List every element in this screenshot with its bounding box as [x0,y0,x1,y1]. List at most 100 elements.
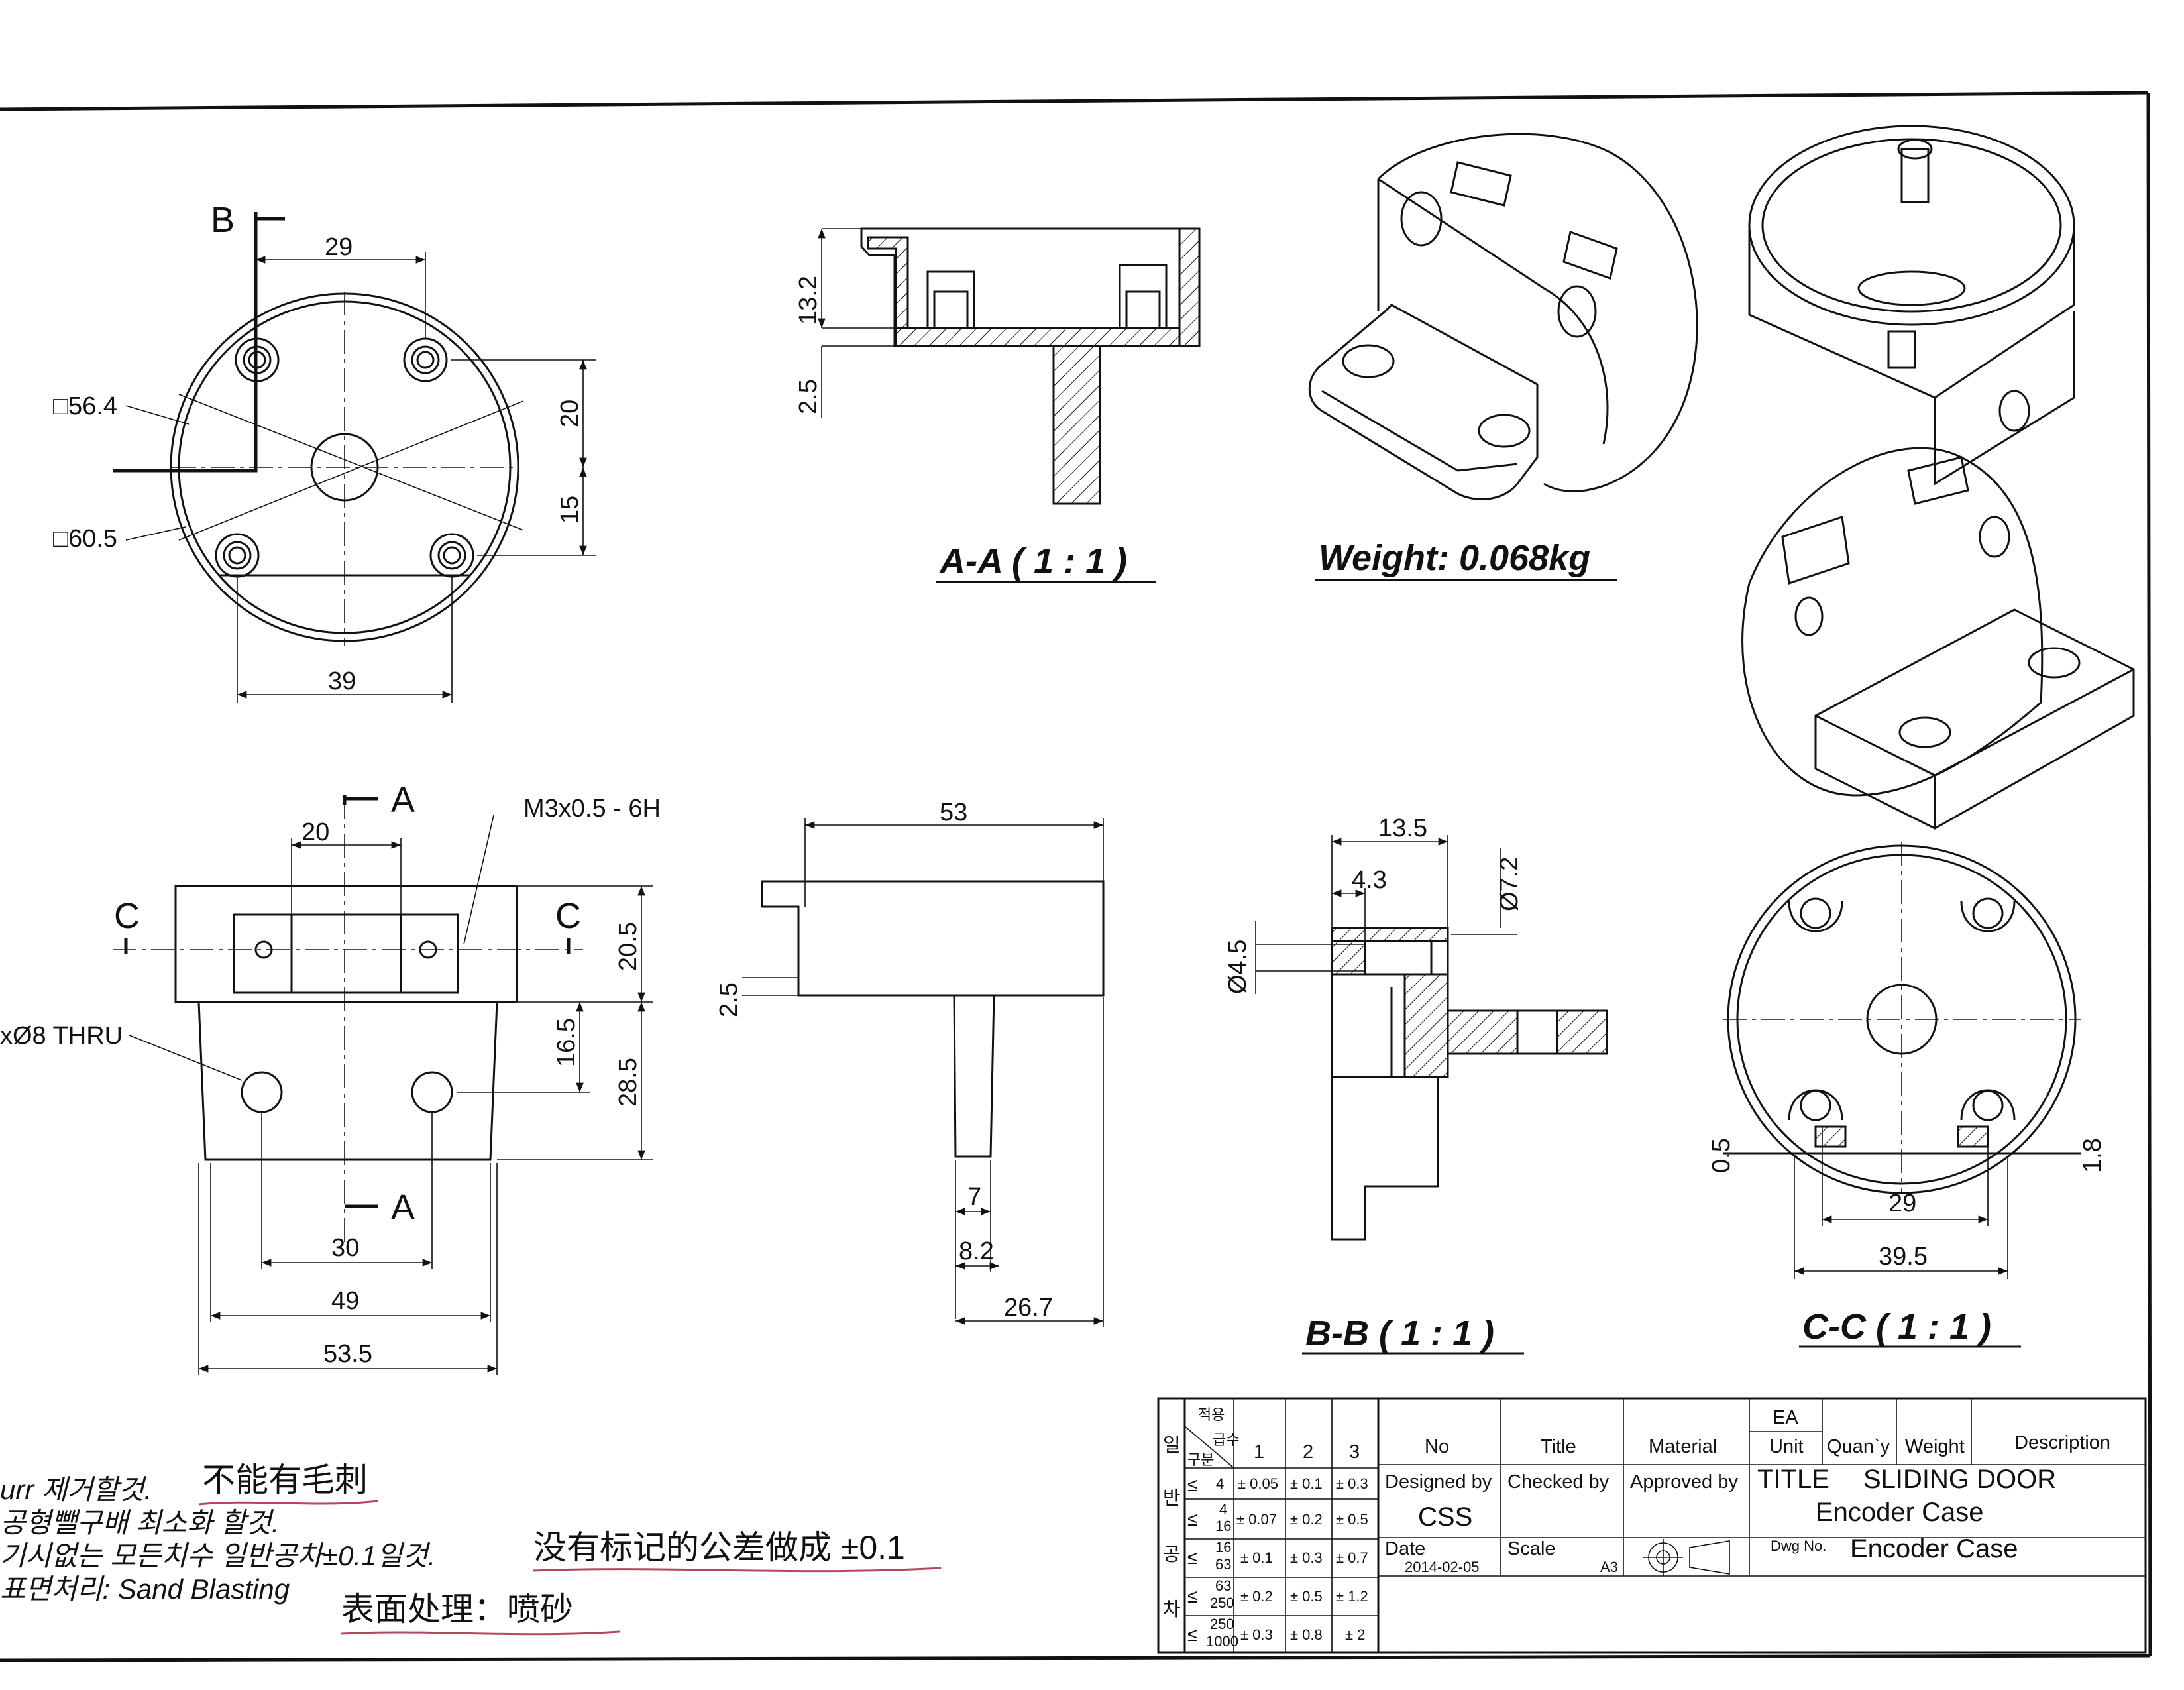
tol-row-3: ≤ 16 63 ± 0.1 ± 0.3 ± 0.7 [1187,1539,1368,1573]
square-60-5: □60.5 [53,525,117,553]
label-checked-by: Checked by [1507,1471,1610,1493]
dim-53: 53 [940,799,967,826]
handwritten-note-2: 没有标记的公差做成 ±0.1 [533,1529,905,1566]
range: 63 [1215,1577,1231,1594]
dim-20-front: 20 [301,818,329,846]
dim-dia-7-2: Ø7.2 [1496,857,1523,911]
tol-value: ± 0.1 [1240,1549,1273,1566]
dim-29-top: 29 [325,233,353,261]
range: 250 [1210,1595,1234,1611]
tol-row-1: ≤ 4 ± 0.05 ± 0.1 ± 0.3 [1187,1475,1368,1496]
tol-value: ± 1.2 [1336,1588,1368,1605]
range: 4 [1219,1501,1227,1518]
tol-side-4: 차 [1163,1599,1181,1620]
tol-value: ± 0.2 [1240,1588,1273,1605]
label-weight: Weight [1905,1436,1965,1457]
dim-2-5-side: 2.5 [715,982,743,1017]
dim-30: 30 [331,1234,359,1262]
section-c-c-view: 0.5 1.8 29 39.5 C-C ( 1 : 1 ) [1708,842,2106,1348]
dim-53-5: 53.5 [323,1340,372,1368]
weight-label: Weight: 0.068kg [1319,538,1590,578]
section-a-label-bottom: A [391,1188,415,1227]
le-sign: ≤ [1187,1509,1198,1530]
range: 16 [1215,1518,1231,1534]
label-title: Title [1541,1436,1576,1457]
range: 1000 [1206,1633,1238,1650]
tol-value: ± 0.3 [1240,1626,1273,1643]
tol-row-5: ≤ 250 1000 ± 0.3 ± 0.8 ± 2 [1187,1616,1365,1650]
dim-1-8: 1.8 [2079,1138,2106,1173]
tol-value: ± 0.8 [1290,1626,1323,1643]
title-line-1: SLIDING DOOR [1863,1465,2056,1494]
dim-2-5-aa: 2.5 [794,379,822,414]
dwg-no-value: Encoder Case [1850,1534,2018,1563]
le-sign: ≤ [1187,1586,1198,1607]
dim-4-3: 4.3 [1352,866,1387,894]
note-line-3: 기시없는 모든치수 일반공차±0.1일것. [0,1540,435,1571]
tol-row-2: ≤ 4 16 ± 0.07 ± 0.2 ± 0.5 [1187,1501,1368,1534]
tol-corner-bottom: 구분 [1187,1451,1214,1468]
tol-value: ± 2 [1345,1626,1365,1643]
tol-value: ± 0.5 [1290,1588,1323,1605]
title-c-c: C-C ( 1 : 1 ) [1802,1307,1991,1347]
mounting-bosses [215,337,474,578]
dim-dia-4-5: Ø4.5 [1224,940,1252,994]
range: 4 [1216,1475,1224,1492]
handwritten-note-3: 表面处理：喷砂 [341,1591,573,1628]
isometric-view-3 [1741,447,2135,830]
tol-value: ± 0.3 [1290,1549,1323,1566]
section-b-label: B [211,200,235,240]
tol-value: ± 0.5 [1336,1511,1368,1528]
tol-side-3: 공 [1163,1544,1181,1565]
title-line-2: Encoder Case [1816,1498,1983,1527]
section-c-label-left: C [114,896,140,936]
dim-13-2: 13.2 [794,276,822,325]
label-scale: Scale [1507,1538,1556,1559]
range: 63 [1215,1556,1231,1573]
label-approved-by: Approved by [1630,1471,1738,1493]
label-designed-by: Designed by [1385,1471,1492,1493]
hole-note: xØ8 THRU [0,1022,123,1050]
range: 16 [1215,1539,1231,1555]
dim-49: 49 [331,1287,359,1315]
label-quantity: Quan`y [1827,1436,1890,1457]
section-b-b-view: 13.5 4.3 Ø7.2 Ø4.5 B-B ( 1 : 1 ) [1224,815,1608,1355]
sheet-size: A3 [1600,1559,1618,1575]
front-view: A A C C 20 M3x0.5 - 6H 20.5 28.5 16.5 xØ… [0,780,661,1375]
label-no: No [1425,1436,1449,1457]
designer-name: CSS [1418,1502,1472,1532]
title-a-a: A-A ( 1 : 1 ) [938,541,1127,581]
dim-15-top: 15 [556,496,584,524]
grade-2: 2 [1303,1441,1313,1463]
handwritten-note-1: 不能有毛刺 [202,1461,368,1498]
title-word: TITLE [1757,1465,1829,1494]
label-ea: EA [1773,1407,1798,1428]
title-b-b: B-B ( 1 : 1 ) [1305,1314,1494,1353]
tol-value: ± 0.1 [1290,1475,1323,1492]
tol-value: ± 0.3 [1336,1475,1368,1492]
tol-value: ± 0.7 [1336,1549,1368,1566]
section-a-a-view: 13.2 2.5 A-A ( 1 : 1 ) [794,227,1201,583]
top-view: B 29 20 15 39 □56.4 □60.5 [53,200,596,703]
range: 250 [1210,1616,1234,1632]
le-sign: ≤ [1187,1475,1198,1496]
label-unit: Unit [1769,1436,1804,1457]
thread-note: M3x0.5 - 6H [523,795,661,822]
square-56-4: □56.4 [53,392,117,420]
note-line-2: 공형뺄구배 최소화 할것. [0,1507,279,1538]
projection-symbol-icon [1643,1539,1730,1576]
general-notes: urr 제거할것. 공형뺄구배 최소화 할것. 기시없는 모든치수 일반공차±0… [0,1461,942,1636]
dim-20-top: 20 [556,400,584,427]
isometric-view-1: Weight: 0.068kg [1308,133,1698,581]
dim-26-7: 26.7 [1004,1294,1053,1322]
dim-39-5: 39.5 [1879,1243,1928,1270]
tol-side-1: 일 [1163,1435,1181,1456]
dim-13-5: 13.5 [1378,815,1427,842]
note-line-4: 표면처리: Sand Blasting [0,1573,290,1605]
label-description: Description [2014,1432,2110,1453]
le-sign: ≤ [1187,1624,1198,1646]
tol-value: ± 0.07 [1236,1511,1277,1528]
dim-20-5: 20.5 [614,922,642,971]
dim-28-5: 28.5 [614,1058,642,1107]
section-a-label-top: A [391,780,415,820]
